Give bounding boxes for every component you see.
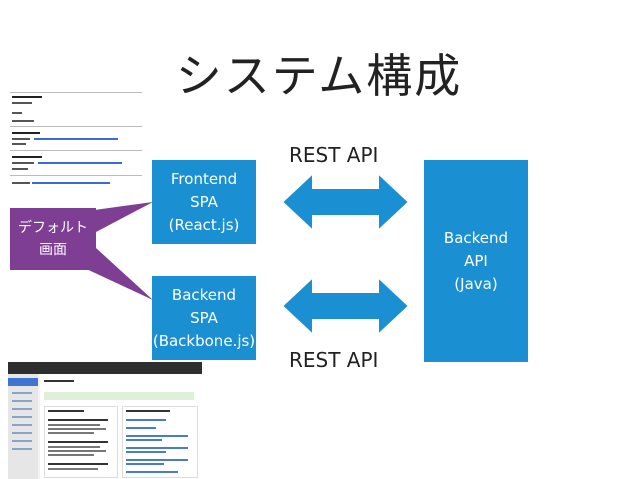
backend-line-3: (Backbone.js) — [152, 331, 256, 350]
double-arrow-top-icon — [280, 170, 411, 234]
recent-posts-panel — [122, 406, 198, 478]
callout-pointer-top — [80, 202, 153, 232]
login-history-panel — [44, 406, 118, 478]
default-screen-callout: デフォルト 画面 — [10, 208, 96, 270]
rest-api-label-bottom: REST API — [289, 348, 379, 372]
callout-pointer-bottom — [80, 248, 153, 300]
dashboard-topbar — [8, 362, 202, 374]
default-screen-thumbnail — [8, 80, 146, 192]
backend-line-2: SPA — [190, 308, 218, 327]
slide-title: システム構成 — [175, 49, 463, 103]
dashboard-sidebar — [8, 374, 38, 479]
admin-dashboard-thumbnail — [8, 362, 202, 479]
callout-line-1: デフォルト — [18, 220, 88, 236]
dashboard-main — [40, 374, 202, 479]
frontend-spa-box: Frontend SPA (React.js) — [152, 160, 256, 244]
double-arrow-bottom-icon — [280, 274, 411, 338]
backend-api-box: Backend API (Java) — [424, 160, 528, 362]
rest-api-label-top: REST API — [289, 143, 379, 167]
welcome-banner — [44, 392, 194, 400]
backend-line-1: Backend — [171, 285, 237, 304]
api-line-3: (Java) — [454, 274, 498, 293]
backend-spa-box: Backend SPA (Backbone.js) — [152, 276, 256, 360]
frontend-line-3: (React.js) — [168, 215, 240, 234]
frontend-line-1: Frontend — [170, 169, 238, 188]
frontend-line-2: SPA — [190, 192, 218, 211]
api-line-1: Backend — [443, 228, 509, 247]
callout-line-2: 画面 — [39, 242, 67, 258]
api-line-2: API — [464, 251, 488, 270]
